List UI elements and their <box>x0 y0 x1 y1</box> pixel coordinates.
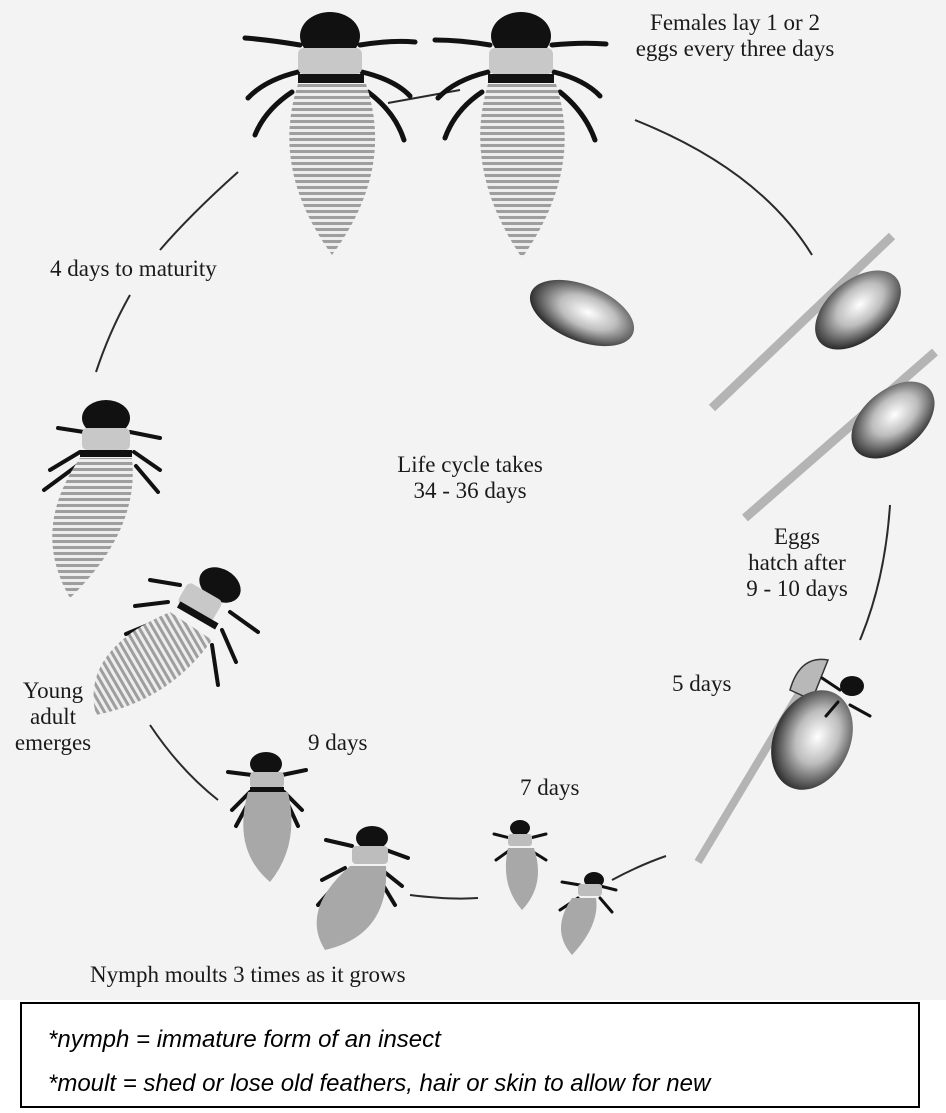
cycle-arrows <box>95 89 891 900</box>
eggs-hatch-label: Eggs hatch after 9 - 10 days <box>722 524 872 602</box>
nine-days-label: 9 days <box>308 730 368 755</box>
hatching-egg <box>694 658 872 865</box>
adult-louse-right <box>432 12 609 258</box>
females-lay-label: Females lay 1 or 2 eggs every three days <box>600 10 870 62</box>
young-adult-label: Young adult emerges <box>2 678 104 756</box>
cycle-line-2: 34 - 36 days <box>413 478 527 503</box>
glossary-nymph: *nymph = immature form of an insect <box>48 1026 441 1053</box>
females-lay-line-1: Females lay 1 or 2 <box>650 10 820 35</box>
cycle-duration-label: Life cycle takes 34 - 36 days <box>350 452 590 504</box>
young-adult-line-3: emerges <box>14 730 92 755</box>
five-days-label: 5 days <box>672 671 732 696</box>
glossary-box: *nymph = immature form of an insect *mou… <box>20 1002 920 1108</box>
adult-louse-left <box>242 12 418 255</box>
glossary-moult: *moult = shed or lose old feathers, hair… <box>48 1070 711 1097</box>
young-adult-line-2: adult <box>30 704 76 729</box>
eggs <box>529 232 938 522</box>
nymph-stage-1b <box>558 872 618 955</box>
eggs-hatch-line-3: 9 - 10 days <box>746 576 848 601</box>
cycle-line-1: Life cycle takes <box>397 452 543 477</box>
nymph-stage-2 <box>226 752 308 882</box>
young-adult-line-1: Young <box>22 678 84 703</box>
eggs-hatch-line-1: Eggs <box>774 524 820 549</box>
young-adult <box>42 400 162 598</box>
lice-life-cycle-diagram: Females lay 1 or 2 eggs every three days… <box>0 0 946 1000</box>
nymph-stage-3 <box>316 826 410 950</box>
eggs-hatch-line-2: hatch after <box>748 550 846 575</box>
nymph-stage-1 <box>492 820 548 910</box>
seven-days-label: 7 days <box>520 775 580 800</box>
young-adult-emerging <box>93 567 260 715</box>
nymph-moults-label: Nymph moults 3 times as it grows <box>90 962 406 987</box>
females-lay-line-2: eggs every three days <box>635 36 835 61</box>
diagram-artwork <box>42 12 938 955</box>
maturity-label: 4 days to maturity <box>50 256 217 281</box>
